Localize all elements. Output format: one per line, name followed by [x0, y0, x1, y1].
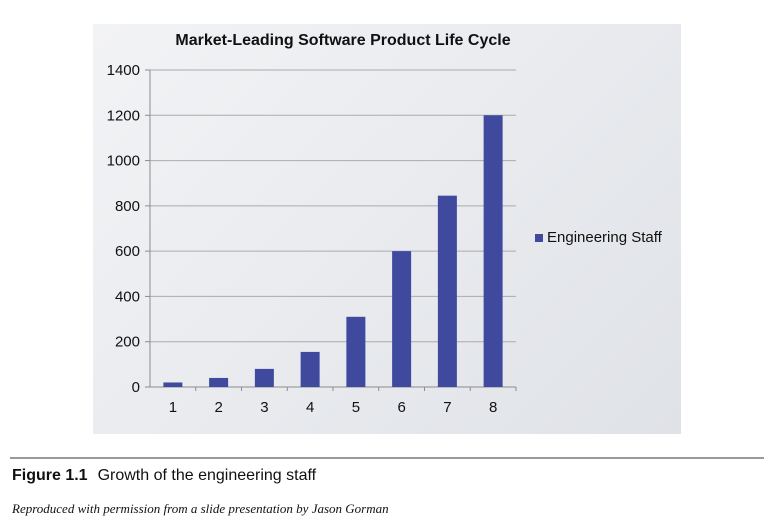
- figure-caption-text: Growth of the engineering staff: [97, 467, 317, 484]
- bar-2: [209, 377, 229, 387]
- bar-chart: 0 200 400 600 800 1000 1200 1400 1 2 3 4 5 6 7 8: [107, 62, 517, 416]
- x-tick-label-5: 5: [352, 399, 360, 416]
- x-tick-label-4: 4: [306, 399, 314, 416]
- bar-4: [300, 351, 320, 387]
- bar-6: [392, 251, 412, 387]
- y-tick-label: 600: [115, 243, 140, 260]
- bar-8: [483, 115, 503, 388]
- y-tick-label: 0: [132, 379, 140, 396]
- x-tick-label-6: 6: [397, 399, 405, 416]
- y-tick-label: 200: [115, 334, 140, 351]
- chart-panel: 0 200 400 600 800 1000 1200 1400 1 2 3 4 5 6 7 8 Marke…: [93, 24, 681, 434]
- y-tick-label: 1000: [107, 153, 140, 170]
- x-tick-label-1: 1: [169, 399, 177, 416]
- legend: Engineering Staff: [535, 229, 662, 246]
- figure-label: Figure 1.1: [12, 467, 88, 484]
- x-tick-label-3: 3: [260, 399, 268, 416]
- y-tick-label: 1400: [107, 62, 140, 79]
- x-tick-label-7: 7: [443, 399, 451, 416]
- caption-divider: [10, 457, 764, 459]
- legend-swatch: [535, 233, 543, 242]
- figure-credit: Reproduced with permission from a slide …: [12, 501, 389, 516]
- y-tick-label: 800: [115, 198, 140, 215]
- chart-title: Market-Leading Software Product Life Cyc…: [175, 32, 511, 49]
- bar-7: [437, 195, 457, 387]
- grid-lines: [150, 69, 516, 343]
- bar-1: [163, 382, 183, 387]
- y-tick-label: 400: [115, 288, 140, 305]
- axes: [145, 69, 517, 391]
- bar-3: [254, 368, 274, 387]
- figure-caption: Figure 1.1 Growth of the engineering sta…: [12, 467, 316, 485]
- x-tick-labels: 1 2 3 4 5 6 7 8: [169, 399, 498, 416]
- bar-5: [346, 316, 366, 387]
- y-tick-label: 1200: [107, 107, 140, 124]
- y-tick-labels: 0 200 400 600 800 1000 1200 1400: [107, 62, 140, 396]
- bars: [163, 115, 503, 388]
- legend-label: Engineering Staff: [547, 229, 662, 246]
- x-tick-label-8: 8: [489, 399, 497, 416]
- x-tick-label-2: 2: [214, 399, 222, 416]
